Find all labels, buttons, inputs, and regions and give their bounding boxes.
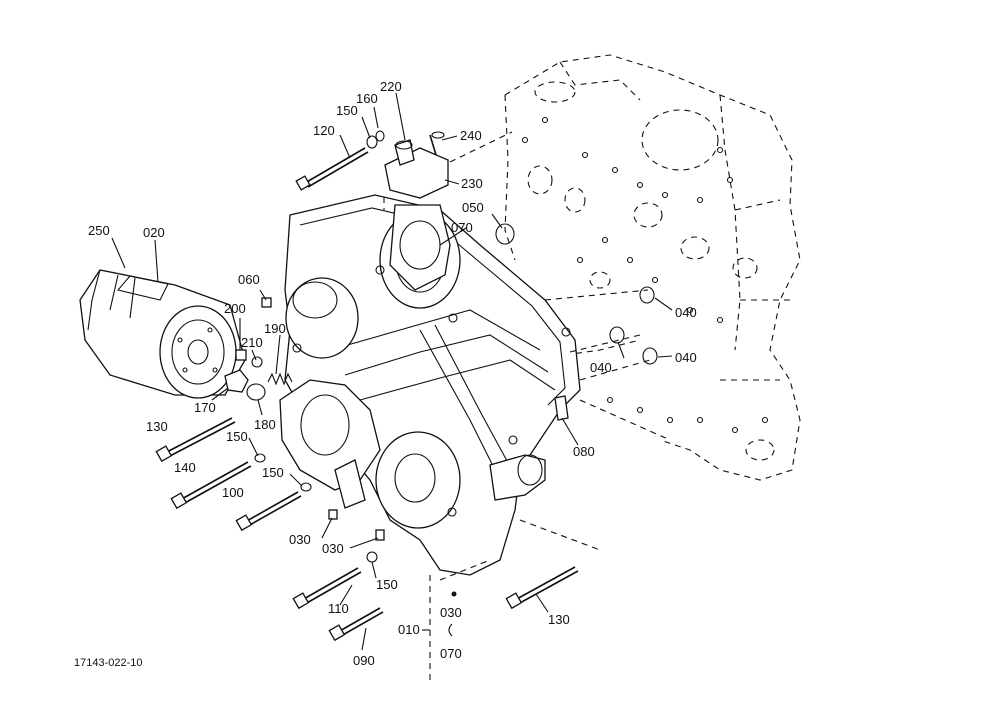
label-060: 060 xyxy=(238,272,260,287)
label-150-mid: 150 xyxy=(226,429,248,444)
label-140: 140 xyxy=(174,460,196,475)
label-040-upper: 040 xyxy=(675,305,697,320)
engine-block-outline xyxy=(504,54,801,481)
oil-filter xyxy=(79,269,246,399)
part-labels: 250 020 120 150 160 220 240 230 050 070 … xyxy=(88,79,697,668)
label-080: 080 xyxy=(573,444,595,459)
label-240: 240 xyxy=(460,128,482,143)
label-150-top: 150 xyxy=(336,103,358,118)
alignment-lines xyxy=(383,131,671,680)
label-070-bottom: 070 xyxy=(440,646,462,661)
label-180: 180 xyxy=(254,417,276,432)
label-030-c: 030 xyxy=(440,605,462,620)
label-010: 010 xyxy=(398,622,420,637)
label-020: 020 xyxy=(143,225,165,240)
label-190: 190 xyxy=(264,321,286,336)
label-250: 250 xyxy=(88,223,110,238)
label-100: 100 xyxy=(222,485,244,500)
label-230: 230 xyxy=(461,176,483,191)
label-150-bottom: 150 xyxy=(376,577,398,592)
label-040-left: 040 xyxy=(590,360,612,375)
label-130-right: 130 xyxy=(548,612,570,627)
label-120: 120 xyxy=(313,123,335,138)
label-030-b: 030 xyxy=(322,541,344,556)
label-170: 170 xyxy=(194,400,216,415)
label-050: 050 xyxy=(462,200,484,215)
label-110: 110 xyxy=(328,601,349,616)
top-cover-plate xyxy=(384,131,449,199)
leader-lines xyxy=(111,92,673,651)
label-160: 160 xyxy=(356,91,378,106)
label-150-lower: 150 xyxy=(262,465,284,480)
label-030-a: 030 xyxy=(289,532,311,547)
bolts xyxy=(155,130,658,642)
label-200: 200 xyxy=(224,301,246,316)
label-070-top: 070 xyxy=(451,220,473,235)
label-210: 210 xyxy=(241,335,263,350)
label-220: 220 xyxy=(380,79,402,94)
label-090: 090 xyxy=(353,653,375,668)
label-040-right: 040 xyxy=(675,350,697,365)
reference-dot xyxy=(451,591,457,597)
drawing-reference-code: 17143-022-10 xyxy=(74,657,143,669)
gear-case xyxy=(284,194,581,576)
water-pump-housing xyxy=(279,379,381,509)
label-130-left: 130 xyxy=(146,419,168,434)
